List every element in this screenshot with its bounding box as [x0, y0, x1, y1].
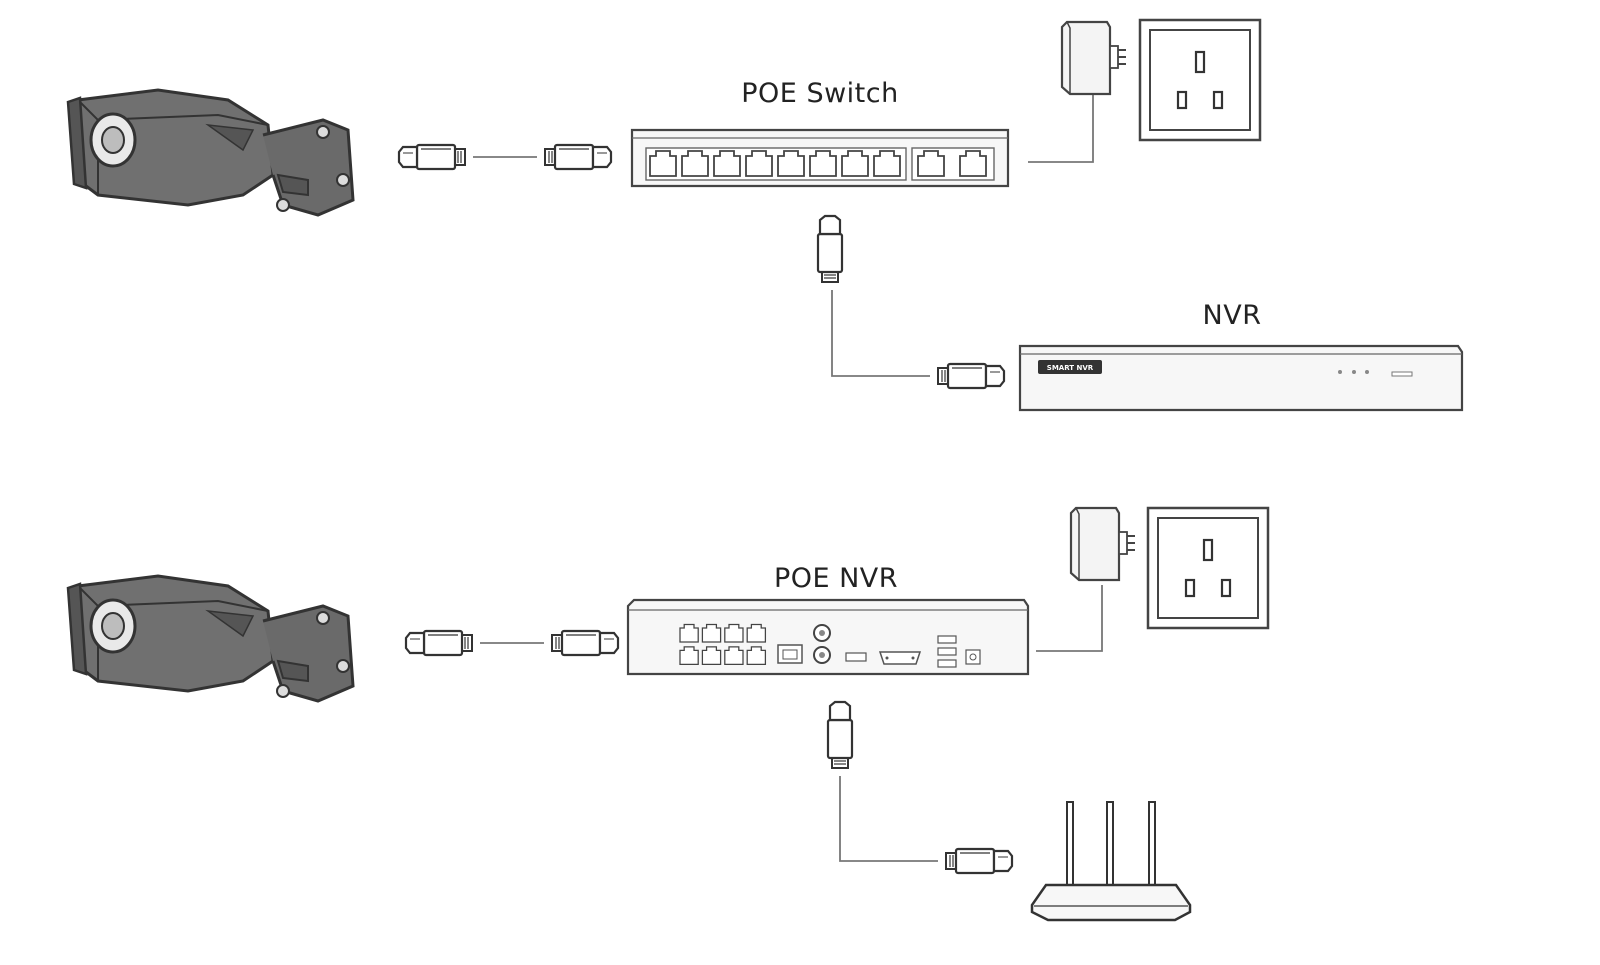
power-adapter-icon	[1069, 506, 1137, 582]
power-cable	[1028, 95, 1094, 163]
wall-socket-icon	[1146, 506, 1270, 630]
router-icon	[1030, 801, 1192, 922]
wall-socket-icon	[1138, 18, 1262, 142]
cable-line	[839, 776, 938, 862]
poe-switch: POE Switch	[630, 78, 1010, 188]
camera-icon	[66, 88, 355, 217]
nvr-device: NVR SMART NVR	[1018, 300, 1464, 412]
cable-line	[831, 290, 930, 377]
power-adapter-icon	[1060, 20, 1128, 96]
rj45-plug-icon	[397, 143, 467, 171]
nvr-badge: SMART NVR	[1047, 364, 1094, 372]
power-cable	[1036, 585, 1103, 652]
poe-switch-label: POE Switch	[741, 78, 898, 109]
poe-nvr-device: POE NVR	[626, 563, 1030, 676]
rj45-plug-icon	[936, 362, 1006, 390]
camera-icon	[66, 574, 355, 703]
bottom-setup: POE NVR	[66, 506, 1270, 922]
poe-nvr-label: POE NVR	[774, 563, 898, 594]
rj45-plug-icon	[944, 847, 1014, 875]
rj45-plug-icon	[816, 214, 844, 284]
rj45-plug-icon	[543, 143, 613, 171]
top-setup: POE Switch NVR SMART NVR	[66, 18, 1464, 412]
nvr-label: NVR	[1203, 300, 1262, 331]
rj45-plug-icon	[550, 629, 620, 657]
rj45-plug-icon	[404, 629, 474, 657]
rj45-plug-icon	[826, 700, 854, 770]
